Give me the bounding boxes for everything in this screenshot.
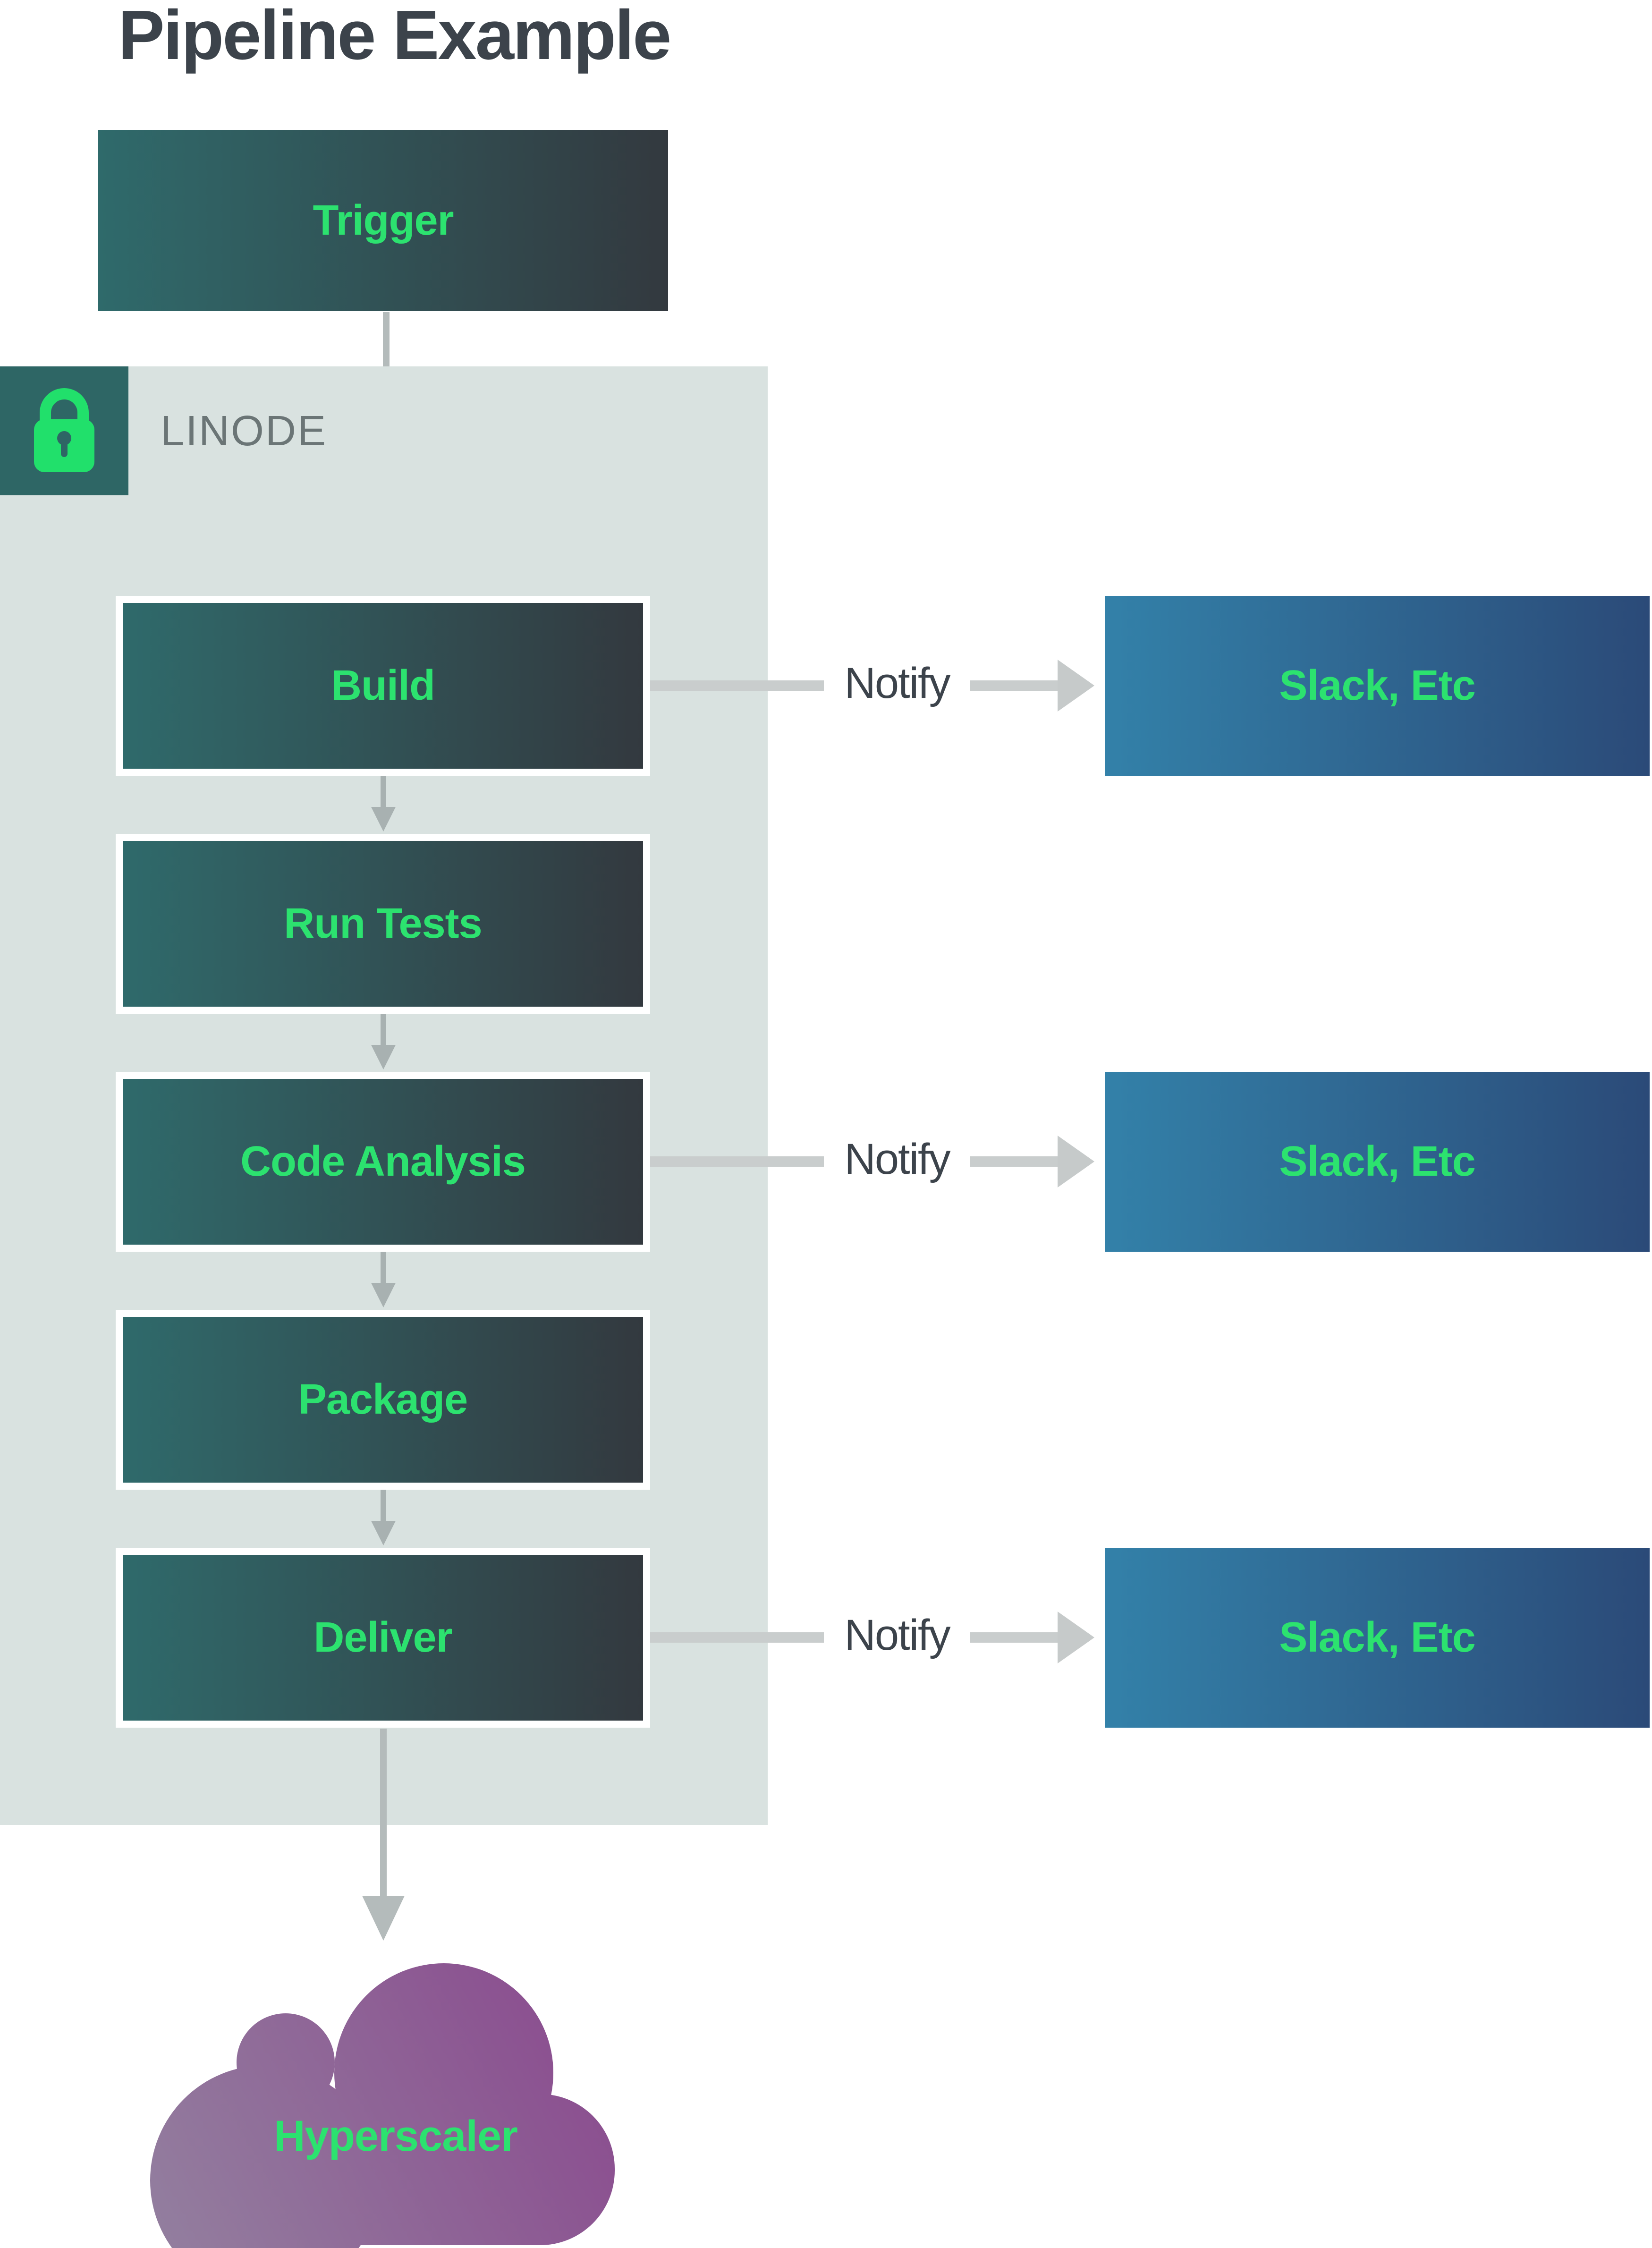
notify-target-box-build: Slack, Etc [1105,596,1650,776]
stage-box-run-tests: Run Tests [116,834,650,1014]
deliver-cloud-arrow-head [362,1896,405,1941]
arrow-package-deliver-head [371,1521,396,1545]
stage-box-code-analysis: Code Analysis [116,1072,650,1252]
stage-box-package: Package [116,1310,650,1490]
arrow-build-runtests-line [381,776,386,808]
notify-target-label-build: Slack, Etc [1279,662,1475,709]
arrow-runtests-codeanalysis-line [381,1014,386,1046]
notify-arrow-head-deliver [1058,1612,1094,1663]
stage-box-deliver: Deliver [116,1548,650,1728]
arrow-codeanalysis-package-head [371,1283,396,1307]
lock-badge [0,366,128,495]
stage-label-deliver: Deliver [313,1614,452,1661]
notify-line-build [650,680,824,691]
notify-target-label-deliver: Slack, Etc [1279,1614,1475,1661]
notify-label-build: Notify [844,659,950,707]
stage-box-build: Build [116,596,650,776]
notify-arrow-line-deliver [970,1632,1058,1643]
stage-label-code-analysis: Code Analysis [240,1138,526,1185]
notify-arrow-line-codeanalysis [970,1156,1058,1167]
arrow-package-deliver-line [381,1490,386,1522]
lock-icon [34,388,94,472]
notify-arrow-head-build [1058,660,1094,712]
notify-label-codeanalysis: Notify [844,1135,950,1183]
notify-line-deliver [650,1632,824,1643]
platform-label: LINODE [161,407,328,455]
arrow-runtests-codeanalysis-head [371,1045,396,1069]
deliver-cloud-arrow-line [380,1729,387,1896]
notify-label-deliver: Notify [844,1611,950,1659]
notify-target-box-codeanalysis: Slack, Etc [1105,1072,1650,1252]
trigger-box: Trigger [98,130,668,311]
notify-line-codeanalysis [650,1156,824,1167]
notify-target-label-codeanalysis: Slack, Etc [1279,1138,1475,1185]
arrow-codeanalysis-package-line [381,1252,386,1284]
stage-label-run-tests: Run Tests [284,900,482,947]
trigger-label: Trigger [313,196,454,244]
notify-arrow-head-codeanalysis [1058,1136,1094,1188]
page-title: Pipeline Example [118,0,671,74]
notify-arrow-line-build [970,680,1058,691]
cloud-shape [150,1963,615,2248]
cloud-label: Hyperscaler [274,2112,518,2160]
notify-target-box-deliver: Slack, Etc [1105,1548,1650,1728]
stage-label-build: Build [331,662,435,709]
arrow-build-runtests-head [371,807,396,831]
stage-label-package: Package [298,1376,468,1423]
